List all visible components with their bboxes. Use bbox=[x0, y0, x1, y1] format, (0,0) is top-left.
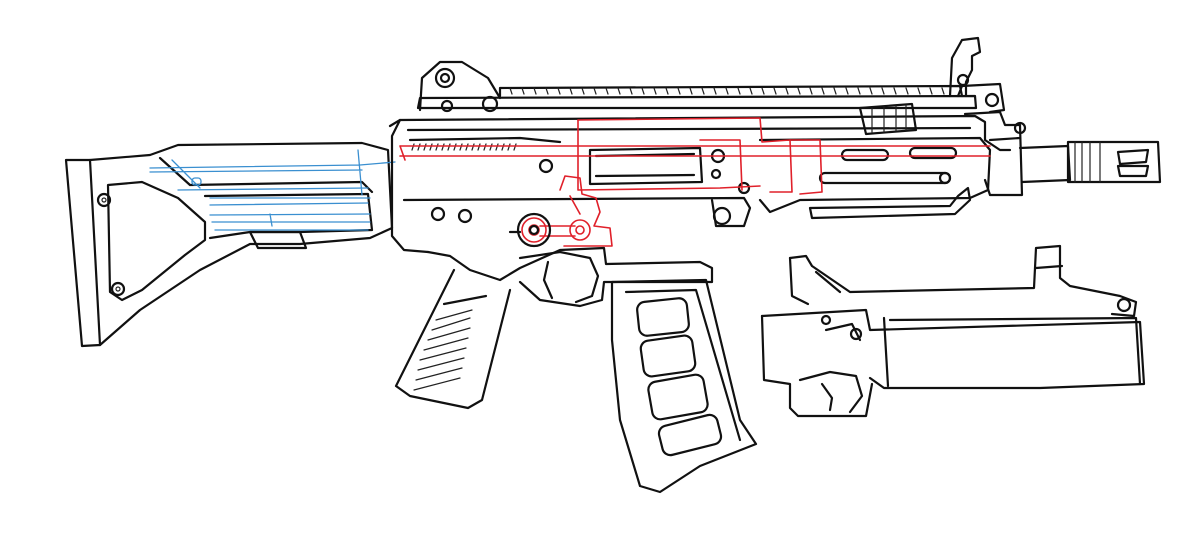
lower-receiver bbox=[394, 212, 758, 494]
construction-overlay bbox=[399, 117, 991, 247]
grenade-launcher bbox=[760, 244, 1146, 418]
upper-receiver bbox=[388, 36, 1162, 254]
folding-stock bbox=[64, 141, 396, 348]
